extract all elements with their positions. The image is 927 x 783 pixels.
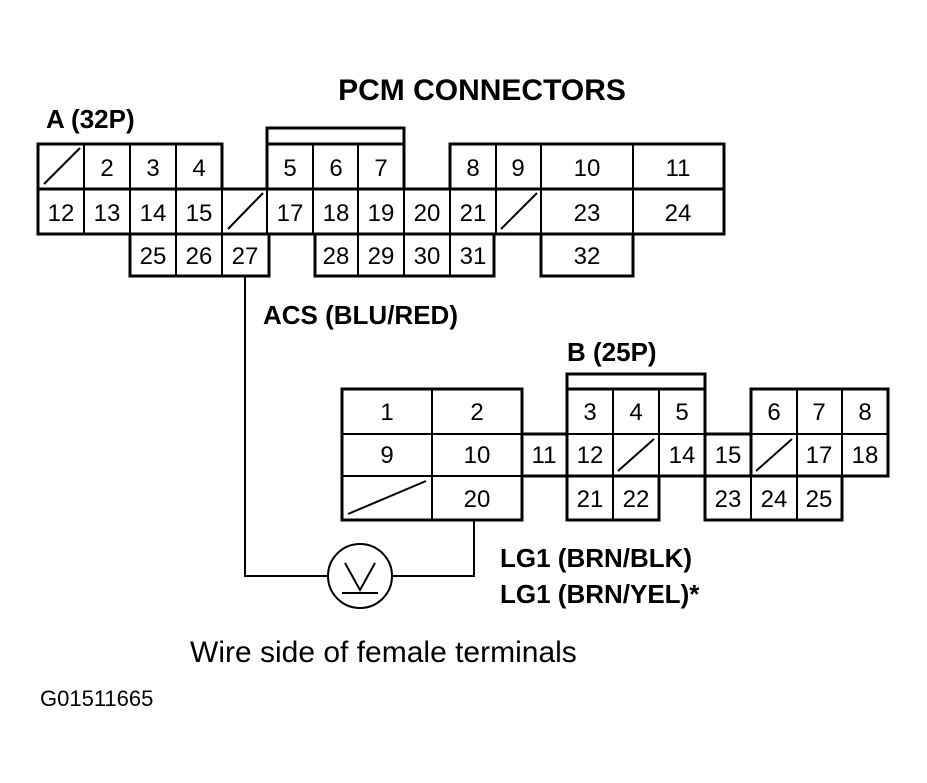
pin-label: 21 — [460, 200, 487, 227]
pin-label: 15 — [715, 442, 742, 469]
pin-label: 9 — [380, 442, 393, 469]
test-wiring — [244, 276, 475, 609]
connector-b-pins: 1 2 3 4 5 6 7 8 9 10 11 12 14 15 17 18 2… — [380, 399, 878, 513]
pin-label: 24 — [665, 200, 692, 227]
pin-label: 31 — [460, 243, 487, 270]
pin-label: 29 — [368, 243, 395, 270]
figure-id: G01511665 — [40, 686, 153, 711]
pin-label: 11 — [532, 442, 557, 469]
pin-label: 23 — [574, 200, 601, 227]
pin-label: 21 — [577, 486, 604, 513]
pin-label: 15 — [186, 200, 213, 227]
pin-label: 27 — [232, 243, 259, 270]
pin-label: 8 — [858, 399, 871, 426]
pin-label: 8 — [466, 155, 479, 182]
pin-label: 9 — [511, 155, 524, 182]
connector-a-label: A (32P) — [46, 104, 135, 134]
pin-label: 20 — [414, 200, 441, 227]
voltmeter-icon — [327, 543, 393, 609]
pin-label: 22 — [623, 486, 650, 513]
wire-acs-label: ACS (BLU/RED) — [263, 300, 458, 330]
pin-label: 26 — [186, 243, 213, 270]
pin-label: 11 — [666, 155, 691, 182]
pin-label: 3 — [583, 399, 596, 426]
page-title: PCM CONNECTORS — [338, 74, 626, 107]
pin-label: 10 — [574, 155, 601, 182]
pin-label: 13 — [94, 200, 121, 227]
pin-label: 25 — [140, 243, 167, 270]
pin-label: 20 — [464, 486, 491, 513]
pin-label: 25 — [806, 486, 833, 513]
pin-label: 2 — [470, 399, 483, 426]
pin-label: 7 — [374, 155, 387, 182]
pin-label: 24 — [761, 486, 788, 513]
wire-lg1-alt-label: LG1 (BRN/YEL)* — [500, 579, 700, 609]
caption: Wire side of female terminals — [190, 636, 577, 669]
pin-label: 2 — [100, 155, 113, 182]
pin-label: 10 — [464, 442, 491, 469]
pin-label: 18 — [852, 442, 879, 469]
pin-label: 12 — [577, 442, 604, 469]
pin-label: 4 — [629, 399, 642, 426]
pin-label: 6 — [767, 399, 780, 426]
pin-label: 6 — [329, 155, 342, 182]
wire-lg1-label: LG1 (BRN/BLK) — [500, 543, 692, 573]
connector-b-label: B (25P) — [567, 337, 657, 367]
pin-label: 17 — [277, 200, 304, 227]
pin-label: 18 — [323, 200, 350, 227]
pin-label: 19 — [368, 200, 395, 227]
pin-label: 14 — [669, 442, 696, 469]
pin-label: 14 — [140, 200, 167, 227]
pin-label: 28 — [323, 243, 350, 270]
pin-label: 4 — [192, 155, 205, 182]
pin-label: 12 — [48, 200, 75, 227]
connector-a-pins: 2 3 4 5 6 7 8 9 10 11 12 13 14 15 17 18 … — [48, 155, 692, 270]
connector-b — [340, 372, 890, 522]
pin-label: 30 — [414, 243, 441, 270]
pin-label: 5 — [283, 155, 296, 182]
pin-label: 3 — [146, 155, 159, 182]
pin-label: 17 — [806, 442, 833, 469]
pin-label: 32 — [574, 243, 601, 270]
pin-label: 5 — [675, 399, 688, 426]
pin-label: 1 — [380, 399, 393, 426]
pin-label: 7 — [812, 399, 825, 426]
pin-label: 23 — [715, 486, 742, 513]
connector-a — [36, 126, 726, 278]
